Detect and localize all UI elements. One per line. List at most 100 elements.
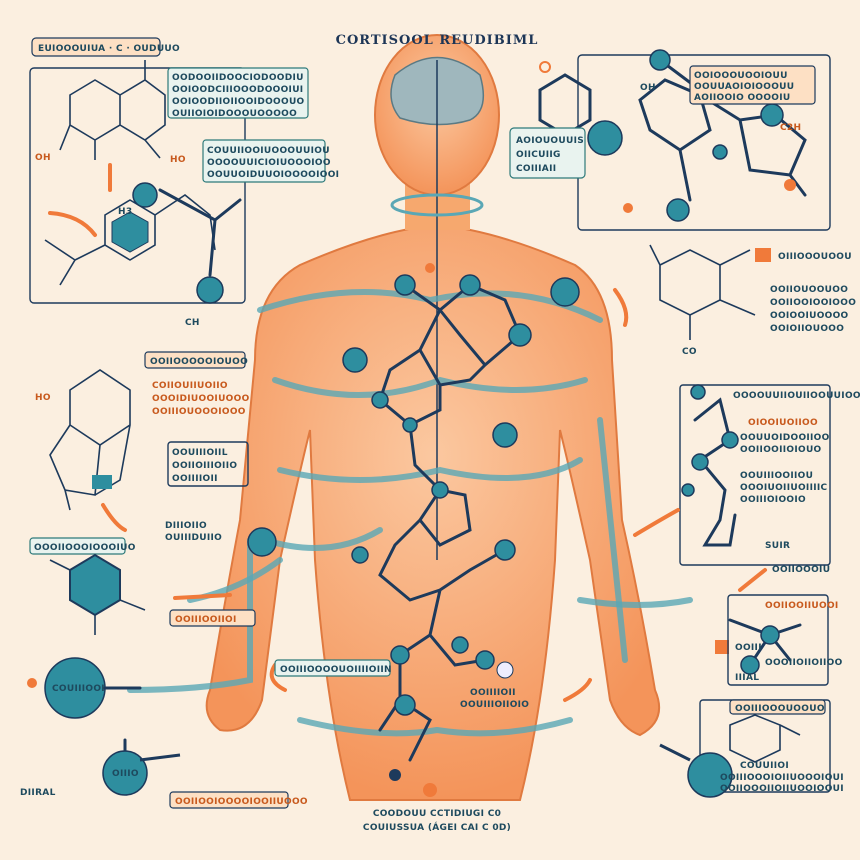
chem-label: C2H: [780, 123, 801, 133]
rb-label: OOIII: [735, 643, 762, 653]
right-frame-line: OOIIIOIOOIO: [740, 495, 806, 505]
steroid-molecule-top-right: [538, 49, 807, 222]
right-frame-line: OIOOIUOIIOO: [748, 418, 818, 428]
left-orange-tag: [169, 609, 256, 627]
arrow: [633, 508, 680, 537]
rb-label: IIIAL: [735, 673, 759, 683]
chem-label: OH: [640, 83, 656, 93]
rb-label: OOIIOOOIU: [772, 565, 830, 575]
arrow: [659, 743, 691, 762]
tl-box-line: OOIOODCIIIOOODOOOIUI: [172, 85, 303, 95]
center-mid-label: OOIIIIOII: [470, 688, 516, 698]
left-text-box: [167, 441, 249, 487]
chem-label: OH: [35, 153, 51, 163]
center-mid-label: OOUIIIOIIOIO: [460, 700, 529, 710]
chem-label: HO: [170, 155, 186, 165]
left-mid-tag: [144, 351, 246, 369]
thyroid-icon: [390, 193, 484, 217]
orange-marker: [755, 248, 771, 262]
right-frame-line: OOOOUUIIOUIIOOUUIOO: [733, 391, 860, 401]
ball-label: COUIIIOOI: [52, 684, 105, 694]
br-ball: [687, 752, 733, 798]
rb-label: OOOIIOIIOIIOO: [765, 658, 843, 668]
left-box-line: OOUIIIOIIL: [172, 448, 228, 458]
naphthol-molecule: [44, 60, 242, 304]
arrow: [269, 663, 287, 692]
right-list-item: OOIOOIUOOOO: [770, 311, 849, 321]
bottom-left-label: DIIRAL: [20, 788, 56, 798]
right-list-item: OOIIOOIOOIOOO: [770, 298, 856, 308]
phenol-molecule-right: [613, 244, 756, 340]
teal-box-line: COUUIIOOIUOOOUUIOU: [207, 146, 330, 156]
left-small-label: OUIIIDUIIO: [165, 533, 222, 543]
top-right-text-box: [689, 65, 816, 105]
chem-label: H3: [118, 207, 132, 217]
caption-line: COUIUSSUA (ÁGEI CAI C 0D): [363, 821, 511, 833]
br-box-line: COUUIIOI: [740, 761, 789, 771]
teal-text-box: [202, 139, 326, 183]
tr-box-line: OOIOOOUOOIOUU: [694, 71, 788, 81]
left-mid-tag-text: OOIIOOOOOIOUOO: [150, 357, 248, 367]
tr-box-line: OOUUAOIOIOOOUU: [694, 82, 794, 92]
arrow: [563, 678, 592, 702]
teal-box-line: OOOOUUICIOIUOOOIOO: [207, 158, 331, 168]
left-mid-line: COIIOUIIUOIIO: [152, 381, 228, 391]
right-frame-line: OOIIOOIIOIOUO: [740, 445, 822, 455]
right-frame-line: OOUIIIOOIIOU: [740, 471, 813, 481]
br-box-line: OOIIOOOIIOIIUOOIOOUI: [720, 784, 844, 794]
center-low-tag: [274, 659, 391, 677]
left-small-label: DIIIOIIO: [165, 521, 207, 531]
bottom-left-tag-text: OOIIOOIOOOOIOOIIUOOO: [175, 797, 308, 807]
br-tag: [729, 699, 826, 715]
right-frame-line: SUIR: [765, 541, 790, 551]
chem-label: CO: [682, 347, 697, 357]
br-box-line: OOIIIOOOIOIIUOOOIOUI: [720, 773, 844, 783]
cortisol-molecule: [247, 263, 580, 797]
right-frame-line: OOUUOIDOOIIOO: [740, 433, 830, 443]
bottom-left-tag: [169, 791, 289, 809]
left-teal-tag: [29, 537, 126, 555]
left-ball-molecule: [27, 657, 181, 796]
teal-box-line: OOUUOIDUUOIOOOOIOOI: [207, 170, 339, 180]
top-left-tag-text: EUIOOOUIUA · C · OUDUUO: [38, 44, 180, 54]
chem-label: CH: [185, 318, 200, 328]
left-mid-molecule: [49, 369, 131, 532]
right-frame-line: OOOIUOIIUOIIIIC: [740, 483, 828, 493]
left-box-line: OOIIIIOII: [172, 474, 218, 484]
right-bottom-molecule: [715, 568, 802, 675]
left-mid-line: OOOIDIUOOIUOOO: [152, 394, 250, 404]
br-tag-text: OOIIIOOOUOOUO: [735, 704, 825, 714]
center-box-line: OIICUIIG: [516, 150, 561, 160]
top-left-frame: [29, 67, 246, 304]
right-frame-text: OOOOUUIIOUIIOOUUIOO OIOOIUOIIOO OOUUOIDO…: [733, 391, 860, 551]
left-orange-tag-text: OOIIIOOIIOI: [175, 615, 237, 625]
br-ring-molecule: [729, 714, 801, 763]
right-list-item: OOIOIIOUOOO: [770, 324, 844, 334]
human-body: [127, 34, 693, 801]
top-left-text-box: [167, 67, 309, 119]
tr-box-line: AOIIOOIO OOOOIU: [694, 93, 791, 103]
right-tag: OIIIOOOUOOU: [778, 252, 852, 262]
page-title: CORTISOOL REUDIBIML: [336, 33, 539, 48]
chem-label: HO: [35, 393, 51, 403]
arrow: [173, 593, 232, 600]
chain-molecule-right: [681, 384, 739, 547]
right-list-item: OOIIOUOOUOO: [770, 285, 848, 295]
center-box-line: COIIIAII: [516, 164, 556, 174]
left-box-line: OOIIOIIIOIIO: [172, 461, 237, 471]
center-text-box: [509, 127, 586, 179]
top-left-tag: [31, 37, 161, 57]
right-frame: [679, 384, 831, 566]
caption-line: COODOUU CCTIDIUGI C0: [373, 809, 501, 819]
tl-box-line: OODOOIIDOOCIODOODIU: [172, 73, 304, 83]
right-bottom-frame: [727, 594, 829, 686]
center-box-line: AOIOUOUUIS: [516, 136, 584, 146]
tl-box-line: OUIIOIOIDOOOUOOOOO: [172, 109, 297, 119]
left-teal-tag-text: OOOIIOOOIOOOIUO: [34, 543, 136, 553]
tl-box-line: OOIOODIIOIIOOIDOOOUO: [172, 97, 305, 107]
rb-label: OOIIOOIIUOOI: [765, 601, 839, 611]
center-low-tag-text: OOIIIOOOOUOIIIIOIIN: [280, 665, 392, 675]
left-mid-line: OOIIIOUOOOIOOO: [152, 407, 246, 417]
